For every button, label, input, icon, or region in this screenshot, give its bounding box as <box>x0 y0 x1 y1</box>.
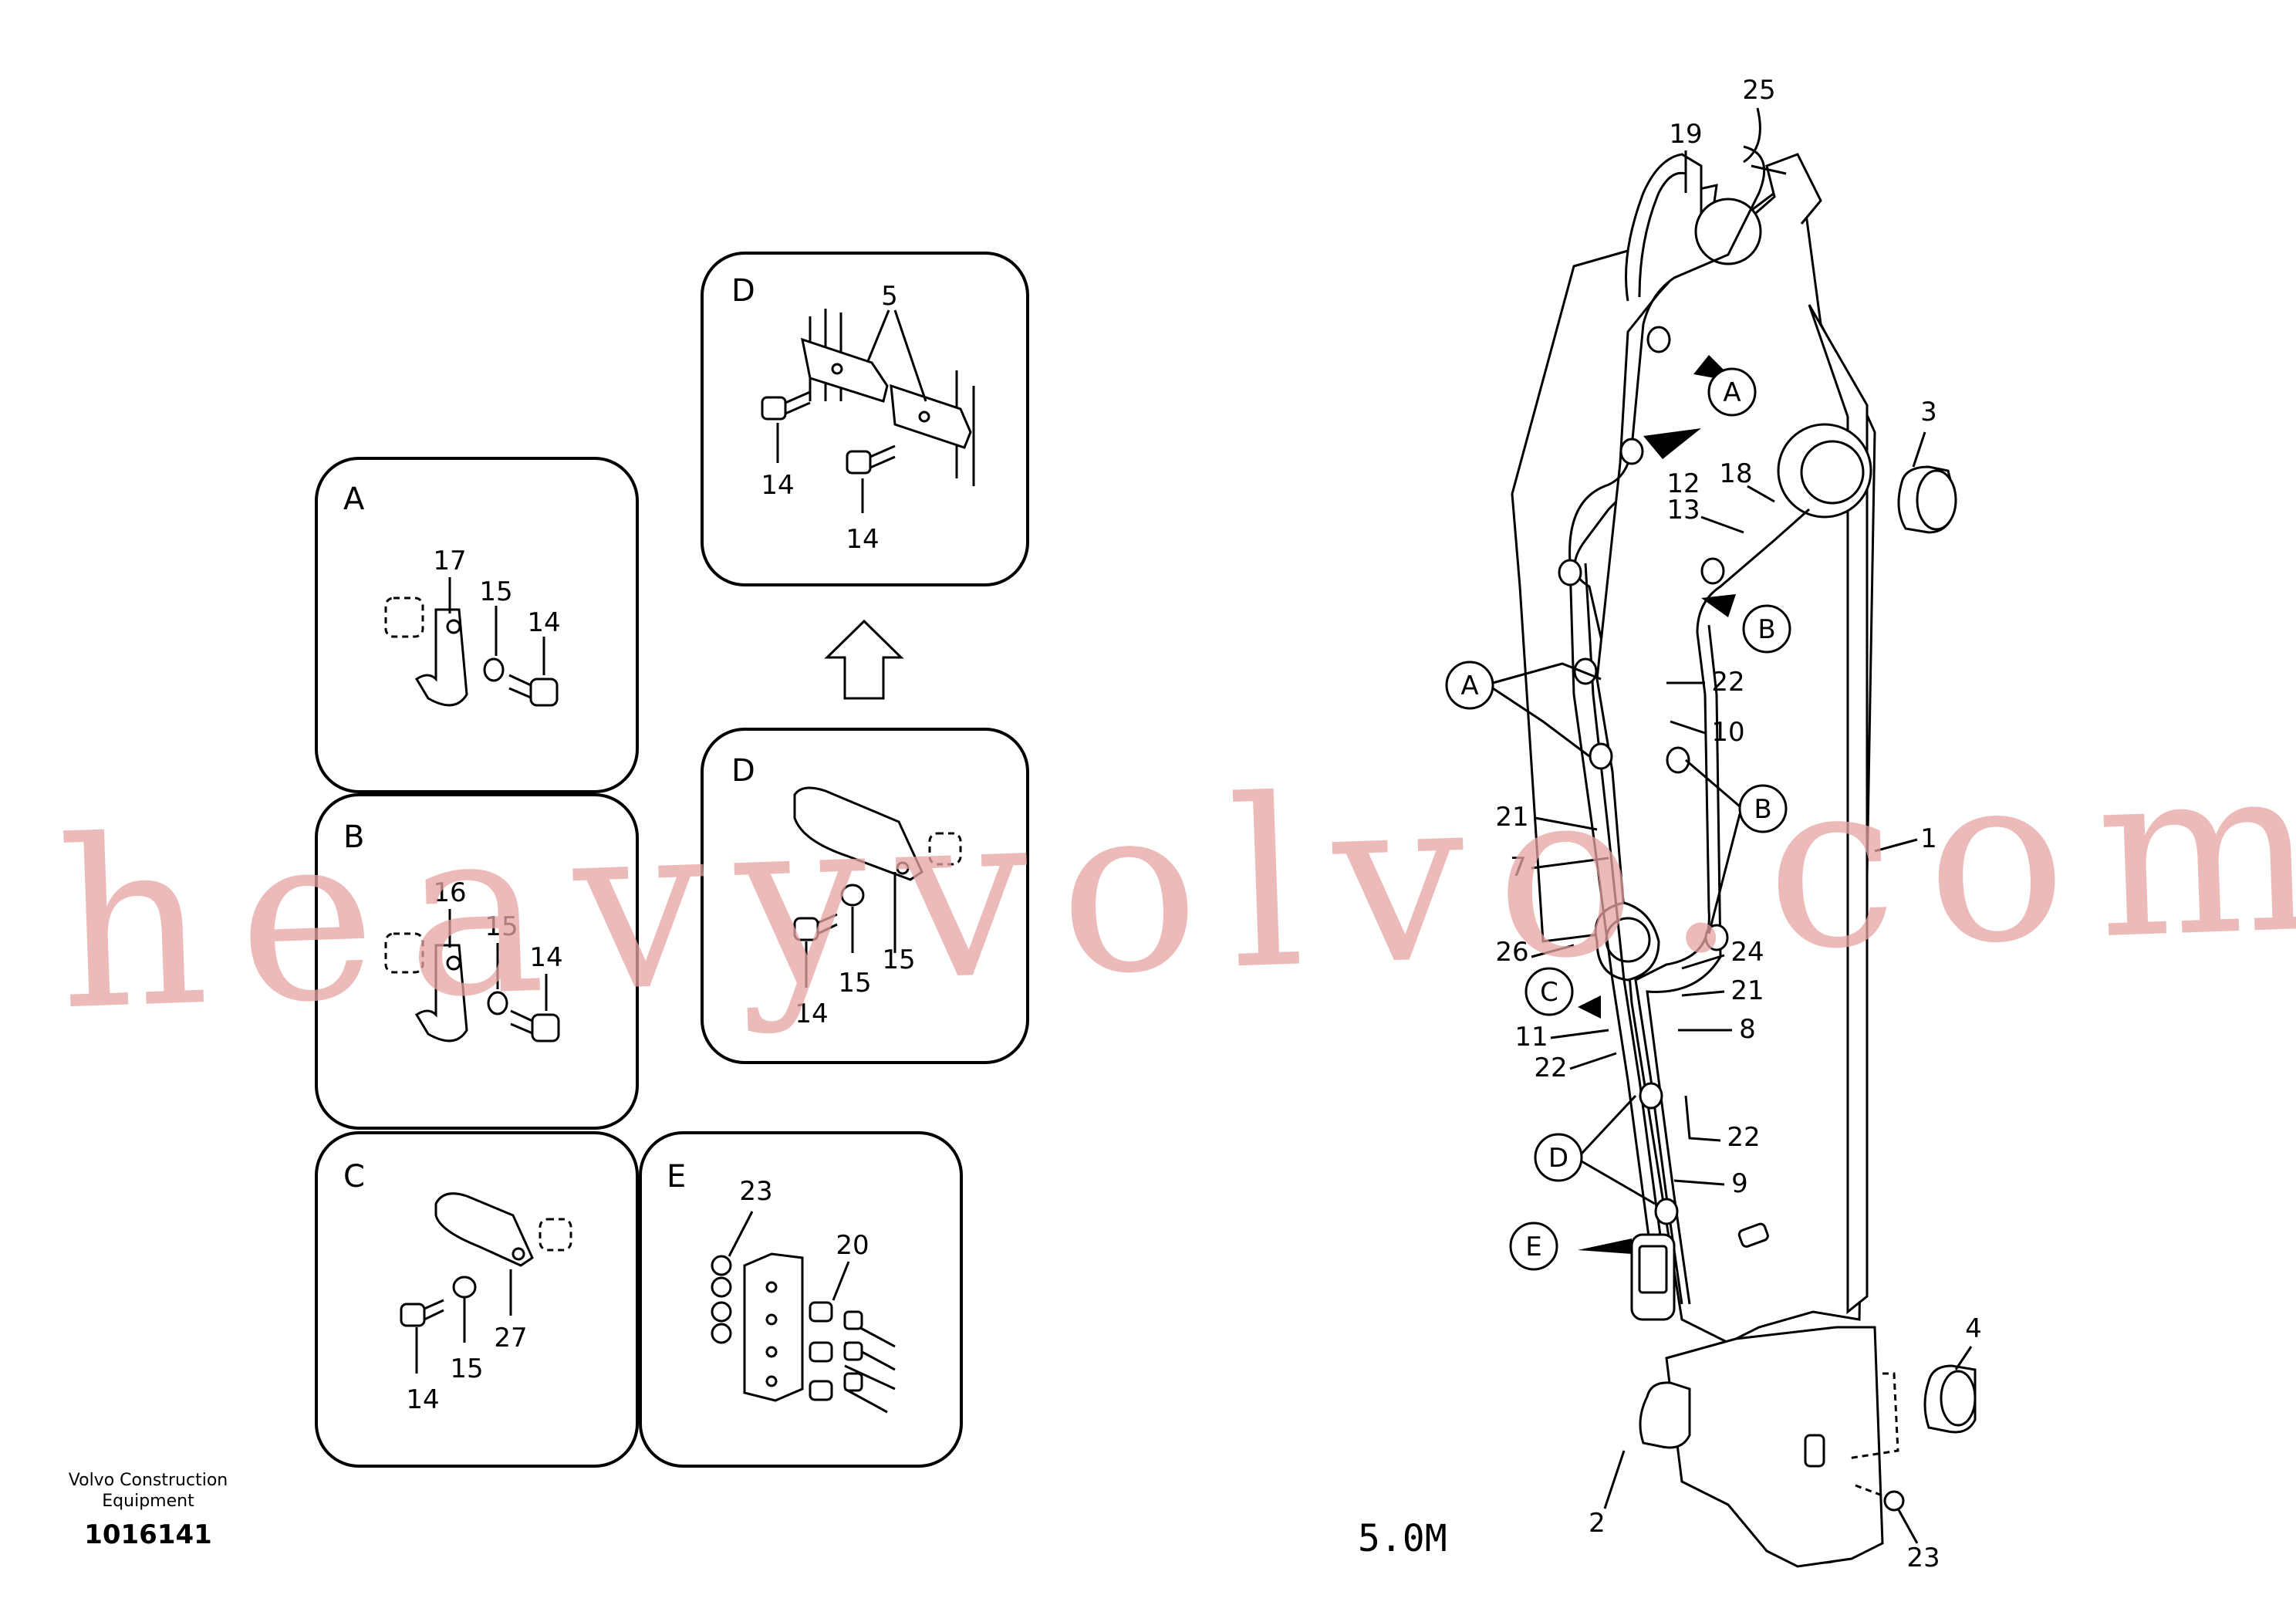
detail-letter: A <box>343 482 365 517</box>
nut-group <box>711 1255 732 1344</box>
svg-text:A: A <box>1460 671 1478 701</box>
boom-assembly: A B A B C D E 25 19 3 18 12 13 22 10 21 … <box>1445 75 1982 1573</box>
callout-26: 26 <box>1495 937 1528 968</box>
callout-19: 19 <box>1669 119 1702 150</box>
svg-text:B: B <box>1754 794 1771 825</box>
circled-callout-a: A <box>1707 367 1757 417</box>
detail-view-a: A 17 15 14 <box>315 457 639 793</box>
callout-24: 24 <box>1730 937 1764 968</box>
detail-view-b: B 16 15 14 <box>315 793 639 1130</box>
callout-15: 15 <box>485 911 518 942</box>
drawing-number: 1016141 <box>84 1519 212 1550</box>
callout-15: 15 <box>838 968 871 999</box>
pointer-arrow-icon <box>1578 1238 1632 1254</box>
scale-label: 5.0M <box>1358 1517 1447 1560</box>
up-arrow-icon <box>824 619 904 700</box>
detail-view-d-mid: D 15 14 15 <box>701 728 1029 1064</box>
svg-text:E: E <box>1525 1232 1541 1262</box>
svg-text:A: A <box>1723 377 1741 408</box>
callout-14: 14 <box>846 524 879 555</box>
callout-14: 14 <box>527 607 560 638</box>
circled-callout-b: B <box>1742 604 1791 654</box>
callout-1: 1 <box>1920 823 1937 854</box>
circled-callout-e: E <box>1509 1222 1558 1271</box>
detail-view-c: C 27 15 14 <box>315 1131 639 1468</box>
callout-17: 17 <box>433 546 466 576</box>
callout-10: 10 <box>1711 717 1744 748</box>
callout-20: 20 <box>836 1230 869 1261</box>
callout-22: 22 <box>1711 667 1744 698</box>
pointer-arrow-icon <box>1643 428 1701 459</box>
fitting-group <box>809 1301 896 1414</box>
callout-2: 2 <box>1589 1508 1606 1539</box>
callout-3: 3 <box>1920 397 1937 427</box>
callout-9: 9 <box>1731 1168 1748 1199</box>
callout-14: 14 <box>795 999 828 1029</box>
callout-8: 8 <box>1739 1014 1756 1045</box>
callout-23: 23 <box>1906 1543 1940 1573</box>
callout-15: 15 <box>882 944 915 975</box>
callout-5: 5 <box>881 281 898 312</box>
svg-text:C: C <box>1540 977 1558 1008</box>
publisher-line-1: Volvo Construction <box>69 1471 228 1490</box>
circled-callout-a: A <box>1445 661 1494 710</box>
callout-25: 25 <box>1742 75 1775 106</box>
callout-15: 15 <box>450 1353 483 1384</box>
callout-23: 23 <box>739 1176 772 1207</box>
circled-callout-d: D <box>1534 1133 1583 1182</box>
detail-view-d-top: D 5 14 14 <box>701 252 1029 586</box>
callout-21: 21 <box>1730 975 1764 1006</box>
detail-letter: C <box>343 1159 365 1195</box>
callout-4: 4 <box>1965 1313 1982 1344</box>
callout-27: 27 <box>494 1323 527 1353</box>
pointer-arrow-icon <box>1701 594 1736 617</box>
callout-15: 15 <box>479 576 512 607</box>
callout-13: 13 <box>1666 495 1700 525</box>
callout-14: 14 <box>761 470 794 501</box>
callout-12: 12 <box>1666 468 1700 499</box>
callout-18: 18 <box>1719 458 1752 489</box>
detail-letter: D <box>731 753 755 789</box>
publisher-line-2: Equipment <box>102 1492 194 1511</box>
callout-7: 7 <box>1510 852 1527 883</box>
circled-callout-b: B <box>1738 784 1788 833</box>
detail-letter: D <box>731 273 755 309</box>
detail-letter: B <box>343 819 364 855</box>
detail-view-e: E 23 20 <box>639 1131 963 1468</box>
svg-text:B: B <box>1757 614 1775 645</box>
callout-14: 14 <box>529 942 562 973</box>
circled-callout-c: C <box>1524 967 1574 1016</box>
callout-11: 11 <box>1514 1022 1548 1053</box>
detail-letter: E <box>667 1159 686 1195</box>
callout-16: 16 <box>433 877 466 908</box>
callout-22: 22 <box>1534 1053 1567 1083</box>
callout-21: 21 <box>1495 802 1528 833</box>
pointer-arrow-icon <box>1578 995 1601 1019</box>
svg-text:D: D <box>1548 1143 1568 1174</box>
callout-22: 22 <box>1727 1122 1760 1153</box>
callout-14: 14 <box>406 1384 439 1415</box>
